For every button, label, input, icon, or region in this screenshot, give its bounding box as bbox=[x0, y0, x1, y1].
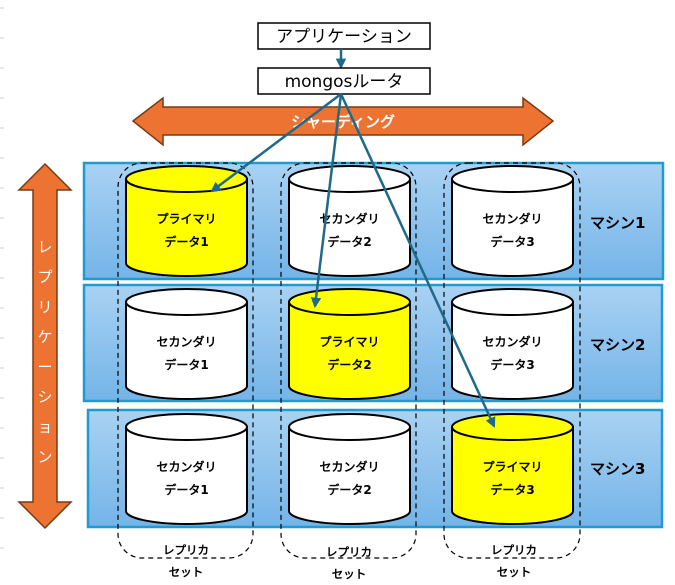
replication-label-char: シ bbox=[37, 388, 52, 406]
router-arrow-to-data2 bbox=[310, 93, 343, 309]
router-arrow-to-data3 bbox=[339, 93, 496, 428]
cylinder-body bbox=[451, 426, 574, 525]
cylinder-body bbox=[125, 426, 248, 525]
node-role-label: セカンダリ bbox=[156, 334, 216, 349]
cylinder-top bbox=[451, 165, 574, 193]
cylinder-body bbox=[288, 178, 411, 277]
node-role-label: プライマリ bbox=[482, 459, 542, 474]
replica-set-labels: レプリカ セット レプリカ セット レプリカ セット bbox=[163, 543, 537, 581]
replication-label-char: ン bbox=[37, 448, 52, 466]
cylinder-body bbox=[125, 178, 248, 277]
node-data-label: データ1 bbox=[164, 234, 208, 249]
router-arrow-to-data1 bbox=[210, 93, 342, 193]
replication-label-char: ケ bbox=[37, 328, 52, 346]
application-label: アプリケーション bbox=[276, 27, 412, 47]
sharding-double-arrow-shape bbox=[131, 96, 555, 147]
node-data-label: データ1 bbox=[164, 482, 208, 497]
node-role-label: プライマリ bbox=[319, 334, 379, 349]
node-data-label: データ3 bbox=[490, 482, 534, 497]
replica-set-label-1-line2: セット bbox=[169, 565, 204, 579]
replica-sets bbox=[117, 162, 581, 559]
data-nodes: プライマリデータ1セカンダリデータ2セカンダリデータ3セカンダリデータ1プライマ… bbox=[125, 165, 574, 525]
cylinder-body bbox=[288, 301, 411, 400]
node-data-label: データ2 bbox=[327, 357, 371, 372]
sharding-label: シャーディング bbox=[291, 113, 395, 131]
machine-label-1: マシン1 bbox=[590, 214, 645, 232]
replication-label-char: リ bbox=[37, 298, 52, 316]
sharding-arrow: シャーディング bbox=[131, 96, 555, 147]
cylinder-top bbox=[451, 413, 574, 441]
replication-label-char: レ bbox=[37, 238, 52, 256]
replica-set-label-2-line1: レプリカ bbox=[326, 545, 372, 559]
node-role-label: セカンダリ bbox=[319, 211, 379, 226]
machine-labels: マシン1 マシン2 マシン3 bbox=[590, 214, 645, 478]
cylinder-top bbox=[451, 288, 574, 316]
node-data-label: データ1 bbox=[164, 357, 208, 372]
application-box: アプリケーション bbox=[257, 22, 431, 50]
cylinder-top bbox=[288, 413, 411, 441]
replica-set-1 bbox=[117, 162, 254, 559]
edge-ticks bbox=[0, 7, 4, 549]
router-box: mongosルータ bbox=[257, 67, 431, 95]
cylinder-body bbox=[451, 178, 574, 277]
node-role-label: セカンダリ bbox=[482, 334, 542, 349]
cylinder-top bbox=[125, 413, 248, 441]
node-role-label: プライマリ bbox=[156, 211, 216, 226]
cylinder-body bbox=[288, 426, 411, 525]
node-role-label: セカンダリ bbox=[482, 211, 542, 226]
node-data-label: データ3 bbox=[490, 357, 534, 372]
router-label: mongosルータ bbox=[285, 72, 404, 92]
replica-set-label-2-line2: セット bbox=[332, 567, 367, 581]
replica-set-2 bbox=[280, 162, 417, 559]
machine-label-2: マシン2 bbox=[590, 336, 645, 354]
node-data-label: データ2 bbox=[327, 234, 371, 249]
node-data-label: データ3 bbox=[490, 234, 534, 249]
replication-double-arrow-shape bbox=[17, 162, 73, 530]
replication-label-char: ョ bbox=[37, 418, 52, 436]
replica-set-3 bbox=[443, 162, 581, 559]
cylinder-body bbox=[125, 301, 248, 400]
router-to-primary-arrows bbox=[210, 93, 496, 428]
node-role-label: セカンダリ bbox=[319, 459, 379, 474]
cylinder-top bbox=[288, 165, 411, 193]
replica-set-label-1-line1: レプリカ bbox=[163, 543, 209, 557]
replication-label-char: ー bbox=[37, 358, 52, 376]
replication-label-char: プ bbox=[37, 268, 52, 286]
machine-label-3: マシン3 bbox=[590, 460, 645, 478]
replica-set-label-3-line2: セット bbox=[497, 565, 532, 579]
cylinder-top bbox=[125, 288, 248, 316]
node-role-label: セカンダリ bbox=[156, 459, 216, 474]
cylinder-body bbox=[451, 301, 574, 400]
node-data-label: データ2 bbox=[327, 482, 371, 497]
cylinder-top bbox=[288, 288, 411, 316]
replica-set-label-3-line1: レプリカ bbox=[491, 543, 537, 557]
